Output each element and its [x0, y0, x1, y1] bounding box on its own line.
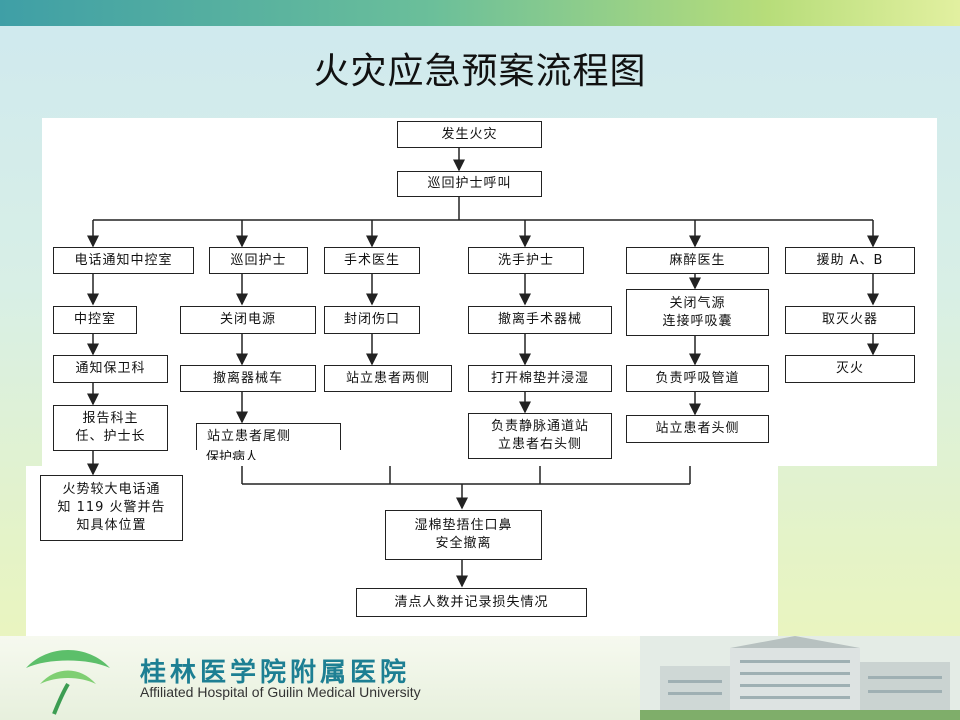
node-col1-call-119: 火势较大电话通 知 119 火警并告 知具体位置: [40, 475, 183, 541]
node-col6-assist-ab: 援助 A、B: [785, 247, 915, 274]
node-col4-remove-instruments: 撤离手术器械: [468, 306, 612, 334]
node-col3-close-wound: 封闭伤口: [324, 306, 420, 334]
node-col6-get-extinguisher: 取灭火器: [785, 306, 915, 334]
node-evacuate-safely: 湿棉垫捂住口鼻 安全撤离: [385, 510, 542, 560]
top-gradient-strip: [0, 0, 960, 26]
node-col4-scrub-nurse: 洗手护士: [468, 247, 584, 274]
node-circulating-nurse-call: 巡回护士呼叫: [397, 171, 542, 197]
node-col1-control-room: 中控室: [53, 306, 137, 334]
node-col2-remove-cart: 撤离器械车: [180, 365, 316, 392]
node-col5-airway: 负责呼吸管道: [626, 365, 769, 392]
node-col1-report-director: 报告科主 任、护士长: [53, 405, 168, 451]
hospital-name-en: Affiliated Hospital of Guilin Medical Un…: [140, 684, 421, 700]
node-col4-wet-cotton-pad: 打开棉垫并浸湿: [468, 365, 612, 392]
node-col5-close-gas: 关闭气源 连接呼吸囊: [626, 289, 769, 336]
node-col6-extinguish: 灭火: [785, 355, 915, 383]
node-col2-power-off: 关闭电源: [180, 306, 316, 334]
node-col5-anesthesiologist: 麻醉医生: [626, 247, 769, 274]
node-col4-iv-right-head: 负责静脉通道站 立患者右头侧: [468, 413, 612, 459]
page-title: 火灾应急预案流程图: [313, 51, 647, 92]
node-fire-occurs: 发生火灾: [397, 121, 542, 148]
node-col2-protect-patient: 保护病人: [206, 450, 259, 460]
node-col1-notify-control: 电话通知中控室: [53, 247, 194, 274]
hospital-logo-leaf-icon: [26, 650, 110, 715]
node-col1-notify-security: 通知保卫科: [53, 355, 168, 383]
node-col2-circulating-nurse: 巡回护士: [209, 247, 308, 274]
hospital-name: 桂林医学院附属医院: [140, 658, 411, 688]
hospital-building-image: [640, 636, 960, 720]
node-col5-stand-head: 站立患者头侧: [626, 415, 769, 443]
node-col3-surgeon: 手术医生: [324, 247, 420, 274]
node-col2-stand-tail: 站立患者尾侧: [196, 423, 341, 450]
node-col3-stand-sides: 站立患者两侧: [324, 365, 452, 392]
node-count-people: 清点人数并记录损失情况: [356, 588, 587, 617]
